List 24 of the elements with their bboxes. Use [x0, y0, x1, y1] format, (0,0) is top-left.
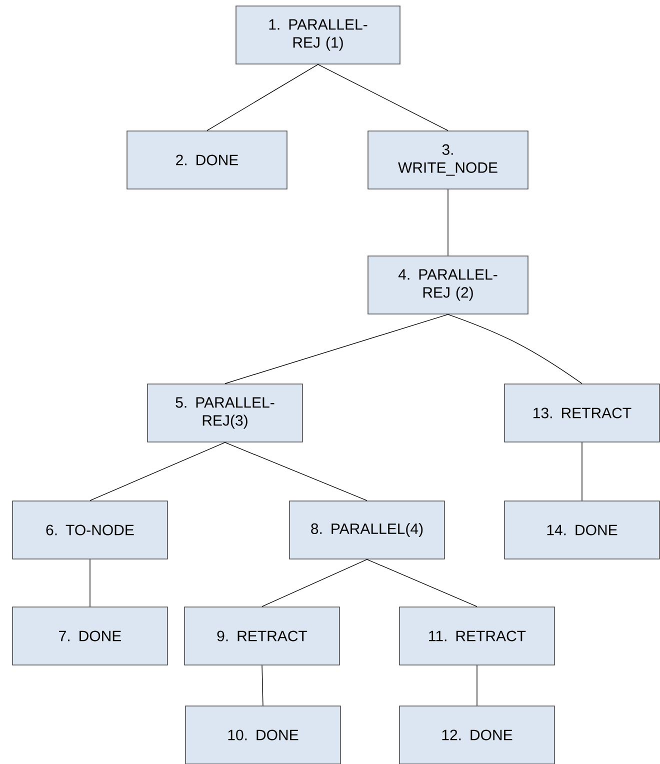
connector-line: [448, 314, 582, 384]
process-box: 7. DONE: [12, 606, 168, 666]
connector-line: [476, 665, 478, 706]
connector-line: [366, 559, 478, 607]
process-box: 9. RETRACT: [184, 606, 340, 666]
connector-line: [262, 665, 264, 706]
process-box: 2. DONE: [126, 130, 288, 190]
connector-line: [206, 64, 318, 131]
connector-line: [224, 442, 368, 501]
connector-line: [262, 559, 368, 607]
process-box: 5. PARALLEL-REJ(3): [147, 384, 303, 442]
process-box: 1. PARALLEL-REJ (1): [236, 6, 400, 64]
process-box: 14. DONE: [504, 500, 660, 560]
process-box: 10. DONE: [185, 706, 341, 764]
connector-line: [318, 64, 448, 131]
process-box: 3. WRITE_NODE: [368, 130, 528, 190]
connector-line: [224, 314, 448, 384]
process-box: 8. PARALLEL(4): [289, 500, 445, 560]
process-box: 6. TO-NODE: [12, 500, 168, 560]
process-box: 13. RETRACT: [504, 384, 660, 442]
connector-line: [90, 442, 226, 501]
process-box: 4. PARALLEL-REJ (2): [368, 256, 528, 314]
process-box: 12. DONE: [399, 706, 555, 764]
process-box: 11. RETRACT: [399, 606, 555, 666]
